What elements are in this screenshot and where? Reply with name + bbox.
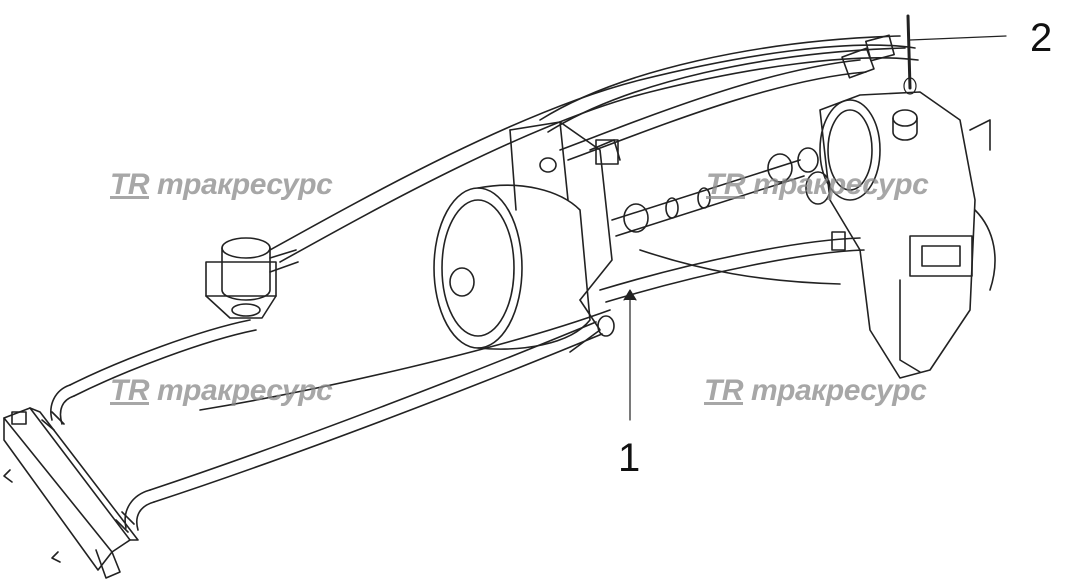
drive-shaft [611,147,819,237]
watermark-logo: TR [706,168,746,201]
support-arm [599,237,865,303]
watermark-logo: TR [704,374,744,407]
gearbox [805,91,996,379]
watermark-logo: TR [110,374,150,407]
filter-unit [205,237,299,319]
watermark-logo: TR [110,168,150,201]
watermark-text: тракресурс [157,374,333,407]
watermark-text: тракресурс [751,374,927,407]
watermark-text: тракресурс [753,168,929,201]
hydraulic-motor [433,121,621,353]
callout-number-2: 2 [1030,16,1053,60]
watermark-text: тракресурс [157,168,333,201]
callout-number-1: 1 [618,436,641,480]
leader-lines [623,14,1007,421]
upper-hoses [269,34,919,263]
oil-cooler [3,407,139,579]
lower-hoses [50,309,615,531]
